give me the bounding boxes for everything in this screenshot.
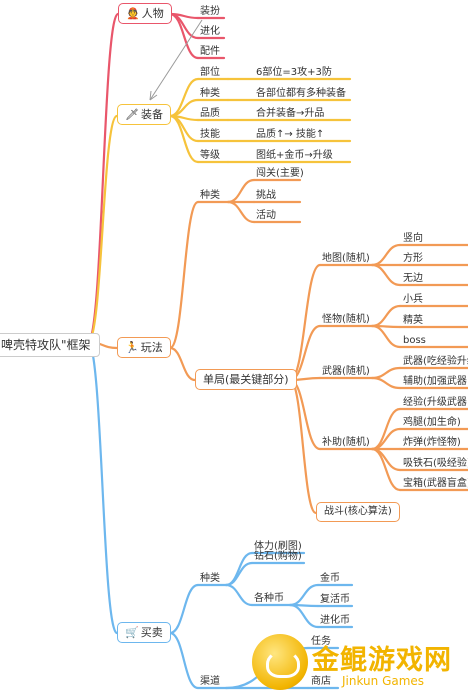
connector-leaf-1-0 [370,304,402,328]
connector-character-2 [168,12,200,60]
connector-trading-channel [168,631,200,690]
trading-channel-label[interactable]: 渠道 [200,676,220,687]
channel-shop[interactable]: 商店 [311,676,331,687]
gameplay-type-challenge[interactable]: 挑战 [256,190,276,201]
trading-currency-label[interactable]: 各种币 [254,593,284,604]
connector-root-equipment [86,114,119,344]
map-node[interactable]: 地图(随机) [322,253,370,264]
monster-minion[interactable]: 小兵 [403,294,423,305]
connector-currency-2 [288,603,320,629]
connector-leaf-2-0 [370,366,402,380]
connector-types-2 [226,200,256,224]
channel-task[interactable]: 任务 [311,636,331,647]
currency-evolve[interactable]: 进化币 [320,615,350,626]
gameplay-types-label[interactable]: 种类 [200,190,220,201]
monster-boss[interactable]: boss [403,335,426,346]
equipment-key-skill[interactable]: 技能 [200,129,220,140]
connector-leaf-0-2 [370,263,402,287]
connector-root-character [86,12,120,344]
connector-equipment-0 [168,77,200,118]
character-label: 人物 [141,7,164,20]
gameplay-label: 玩法 [140,341,163,354]
battle-node[interactable]: 战斗(核心算法) [316,502,400,522]
equipment-value-skill[interactable]: 品质↑→ 技能↑ [256,129,325,140]
sword-icon: 🗡 [125,108,139,121]
connector-leaf-0-0 [370,243,402,267]
assist-magnet[interactable]: 吸铁石(吸经验) [403,458,468,469]
weapon-support[interactable]: 辅助(加强武器 [403,376,467,387]
assist-bomb[interactable]: 炸弹(炸怪物) [403,437,461,448]
cart-icon: 🛒 [125,626,139,639]
map-square[interactable]: 方形 [403,253,423,264]
equipment-value-level[interactable]: 图纸+金币→升级 [256,150,333,161]
connector-gameplay-types [168,200,200,350]
connector-leaf-1-2 [370,324,402,349]
watermark-text: 金鲲游戏网 [312,645,452,676]
assist-exp[interactable]: 经验(升级武器 [403,397,467,408]
trading-label: 买卖 [140,626,163,639]
map-borderless[interactable]: 无边 [403,273,423,284]
runner-icon: 🏃 [125,341,139,354]
connector-leaf-2-1 [370,376,402,390]
weapon-node[interactable]: 武器(随机) [322,366,370,377]
single-round-node[interactable]: 单局(最关键部分) [195,369,297,391]
trading-stamina[interactable]: 体力(刷图) [254,541,302,552]
trading-node[interactable]: 🛒买卖 [117,622,171,644]
connector-round-battle [288,378,318,515]
trading-types-label[interactable]: 种类 [200,573,220,584]
watermark-logo-icon [252,634,308,690]
character-dress-up[interactable]: 装扮 [200,6,220,17]
map-vertical[interactable]: 竖向 [403,233,423,244]
currency-revive[interactable]: 复活币 [320,594,350,605]
equipment-label: 装备 [140,108,163,121]
character-evolve[interactable]: 进化 [200,26,220,37]
connector-types-0 [226,178,256,204]
connector-currency-0 [288,583,320,607]
connector-gameplay-round [168,346,197,382]
character-icon: 👲 [126,7,140,20]
assist-chest[interactable]: 宝箱(武器盲盒) [403,478,468,489]
assist-drumstick[interactable]: 鸡腿(加生命) [403,417,461,428]
character-accessory[interactable]: 配件 [200,46,220,57]
branch-connectors [86,12,468,690]
connector-round-0 [288,263,322,382]
equipment-value-slot[interactable]: 6部位=3攻+3防 [256,67,332,78]
equipment-key-quality[interactable]: 品质 [200,108,220,119]
connector-trading-type-0 [224,551,254,587]
equipment-value-quality[interactable]: 合并装备→升品 [256,108,325,119]
currency-gold[interactable]: 金币 [320,573,340,584]
connector-root-trading [86,340,119,635]
watermark-subtext: Jinkun Games [342,674,425,688]
root-node[interactable]: 啤壳特攻队"框架 [0,333,100,358]
character-node[interactable]: 👲人物 [118,3,172,25]
equipment-node[interactable]: 🗡装备 [117,104,171,126]
connector-equipment-4 [168,114,200,164]
weapon-main[interactable]: 武器(吃经验升级 [403,356,468,367]
connector-trading-currency [224,583,254,607]
watermark: 金鲲游戏网 Jinkun Games [250,634,468,692]
connector-round-3 [288,378,322,451]
gameplay-type-event[interactable]: 活动 [256,210,276,221]
gameplay-node[interactable]: 🏃玩法 [117,337,171,359]
monster-elite[interactable]: 精英 [403,315,423,326]
equipment-key-type[interactable]: 种类 [200,88,220,99]
connector-trading-types [168,583,200,635]
gameplay-type-stage[interactable]: 闯关(主要) [256,168,304,179]
connector-leaf-3-4 [370,447,402,492]
link-arrow [149,19,203,101]
trading-diamond[interactable]: 钻石(购物) [254,551,302,562]
assist-node[interactable]: 补助(随机) [322,437,370,448]
equipment-value-type[interactable]: 各部位都有多种装备 [256,88,346,99]
monster-node[interactable]: 怪物(随机) [322,314,370,325]
equipment-key-slot[interactable]: 部位 [200,67,220,78]
equipment-key-level[interactable]: 等级 [200,150,220,161]
